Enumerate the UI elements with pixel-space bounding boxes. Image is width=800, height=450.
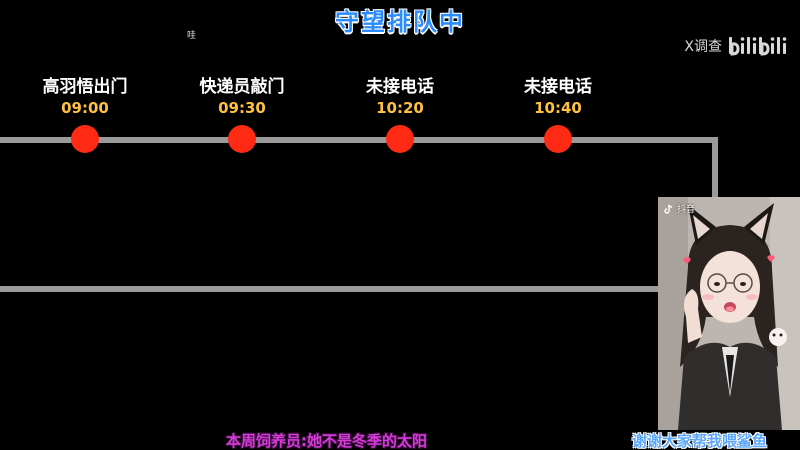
event-marker <box>228 125 256 153</box>
event-time: 09:30 <box>218 99 266 117</box>
small-glyph: 哇 <box>187 31 197 41</box>
watermark: X调查 <box>684 33 788 59</box>
douyin-badge: 抖音 <box>664 202 695 215</box>
event-marker <box>71 125 99 153</box>
streamer-video-frame <box>658 197 800 430</box>
timeline-event: 快递员敲门 09:30 <box>172 76 312 118</box>
video-feed: 抖音 <box>658 197 800 430</box>
timeline-track-top <box>0 137 718 143</box>
page-title: 守望排队中 <box>335 8 465 36</box>
event-label: 未接电话 <box>366 77 434 97</box>
event-time: 09:00 <box>61 99 109 117</box>
event-time: 10:40 <box>534 99 582 117</box>
timeline-track-connector <box>712 137 718 201</box>
watermark-label: X调查 <box>684 39 722 55</box>
event-label: 未接电话 <box>524 77 592 97</box>
event-marker <box>386 125 414 153</box>
feeder-caption: 本周饲养员:她不是冬季的太阳 <box>226 432 427 450</box>
event-time: 10:20 <box>376 99 424 117</box>
event-label: 快递员敲门 <box>199 77 285 97</box>
bilibili-logo <box>728 35 788 57</box>
timeline-event: 未接电话 10:40 <box>488 76 628 118</box>
timeline-track-bottom <box>0 286 662 292</box>
timeline-event: 未接电话 10:20 <box>330 76 470 118</box>
douyin-label: 抖音 <box>677 205 696 215</box>
thanks-caption: 谢谢大家帮我喂鲨鱼 <box>632 432 768 450</box>
douyin-icon <box>664 204 674 214</box>
timeline-event: 高羽悟出门 09:00 <box>15 76 155 118</box>
event-marker <box>544 125 572 153</box>
event-label: 高羽悟出门 <box>42 77 128 97</box>
